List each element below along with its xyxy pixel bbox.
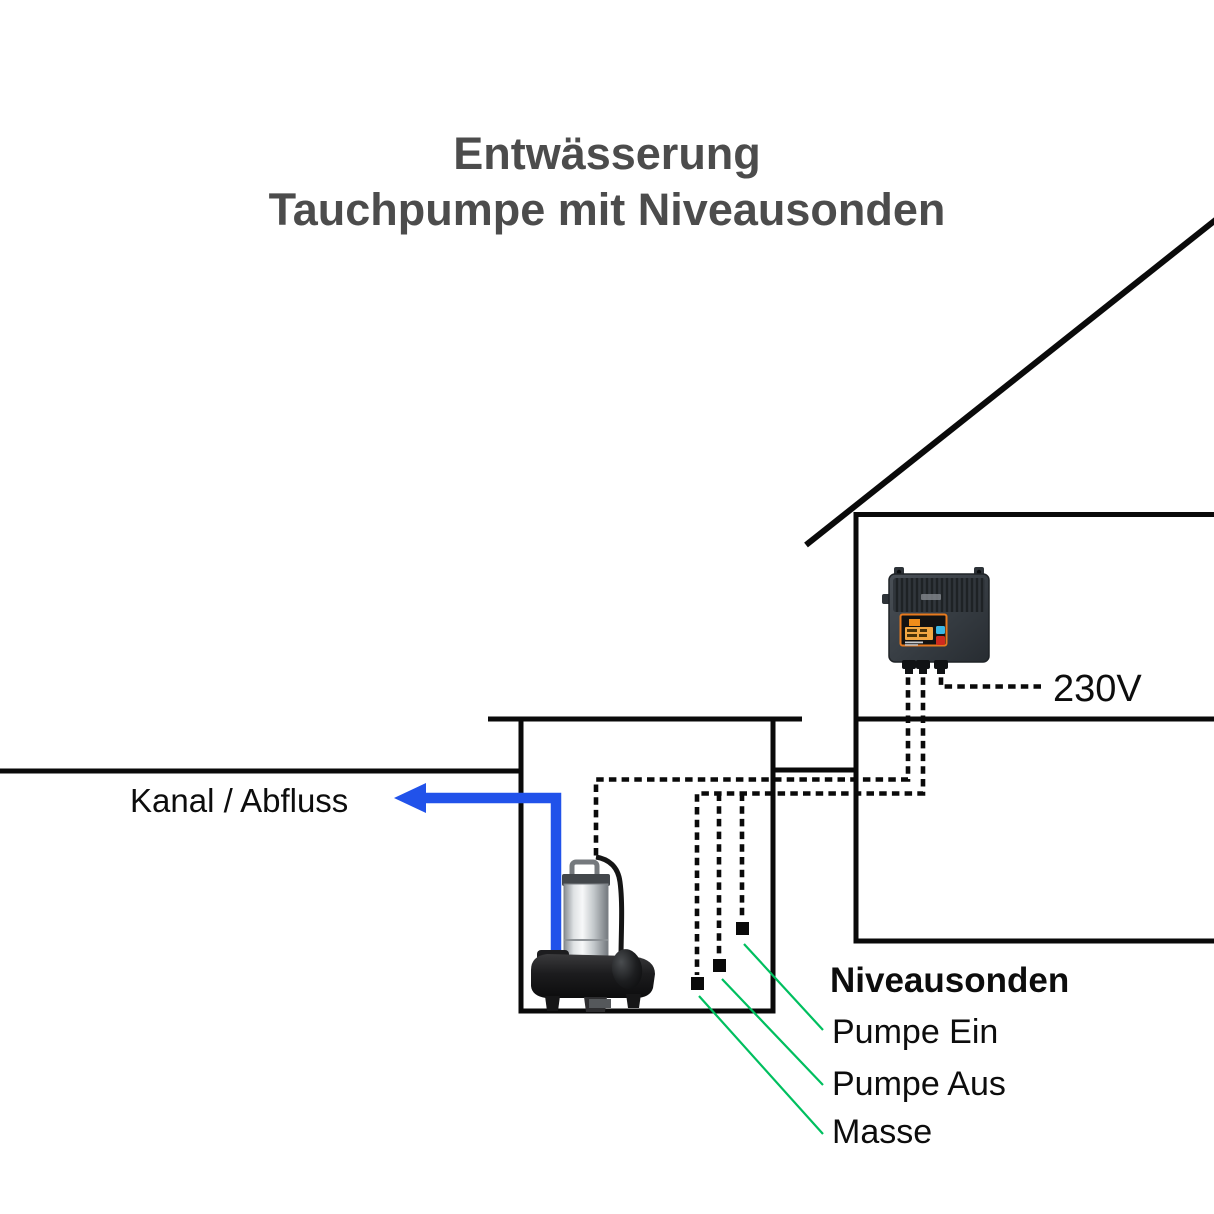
probe-pumpe-aus-tip [713,959,726,972]
title-line-1: Entwässerung [453,128,761,179]
mount-hole-left [896,569,902,575]
cable-glands [902,660,948,674]
probe-cable-bundle [694,652,926,975]
control-box-button-blue [936,626,945,634]
pump-inlet-shadow [589,999,611,1008]
page-title: Entwässerung Tauchpumpe mit Niveausonden [0,126,1214,238]
callout-line-pumpe-aus [721,978,824,1086]
probe-ground-label: Masse [832,1113,933,1151]
control-box-model-plate [921,594,941,600]
mount-hole-right [976,569,982,575]
probes-heading-label: Niveausonden [830,961,1070,1000]
title-line-2: Tauchpumpe mit Niveausonden [268,184,946,235]
pump-power-cable [593,652,911,858]
panel-caption-lines [905,641,923,646]
pump-float-cable [595,854,625,959]
pump-foot-left [545,996,560,1011]
callout-line-masse [698,995,824,1135]
probe-pumpe-ein-tip [736,922,749,935]
drain-outlet-label: Kanal / Abfluss [130,782,349,819]
pump-top-cap [562,874,610,886]
probe-masse-tip [691,977,704,990]
roof-line [804,217,1214,548]
callout-line-pumpe-ein [743,943,824,1031]
probe-pump-on-label: Pumpe Ein [832,1013,999,1051]
pump-float-switch [611,949,643,989]
drain-pipe-run [421,792,562,957]
control-box-button-red [936,636,945,645]
control-box [882,567,990,674]
submersible-pump [531,854,655,1012]
pump-foot-right [626,994,641,1008]
power-supply-label: 230V [1053,668,1142,710]
pump-motor-body [563,883,609,959]
drain-pipe [394,783,562,957]
probe-pump-off-label: Pumpe Aus [832,1065,1006,1103]
drain-flow-arrow-icon [394,783,426,813]
control-box-display [905,627,933,640]
power-cable-230v [938,652,1042,689]
display-segments [907,629,927,637]
panel-orange-chip [909,619,920,626]
pit-outline [488,716,802,1014]
